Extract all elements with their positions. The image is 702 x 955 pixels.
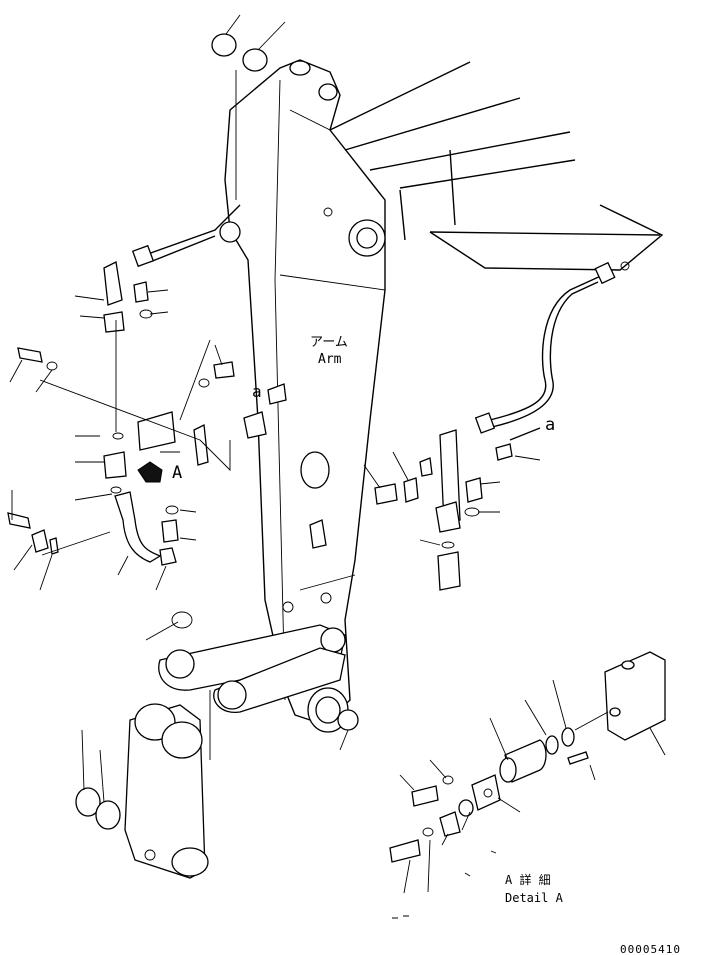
arm-label-jp: アーム [310,335,348,350]
ref-marker-a-right: a [545,415,555,435]
right-mid-parts: a [374,415,555,591]
detail-a-assembly: A 詳 細 Detail A [389,651,666,905]
boom-structure [329,61,664,271]
arm-body [219,59,386,733]
link-assemblies [75,611,346,879]
leader-lines [9,14,666,919]
top-shims [211,33,359,731]
detail-label-jp: A 詳 細 [505,872,551,887]
detail-label-en: Detail A [505,891,564,905]
hydraulic-hoses [131,204,630,434]
arm-label-en: Arm [318,352,342,367]
left-upper-parts: A a [7,261,287,566]
figure-number: 00005410 [620,943,681,955]
view-marker-a: A [172,463,182,483]
ref-marker-a-left: a [252,382,262,401]
